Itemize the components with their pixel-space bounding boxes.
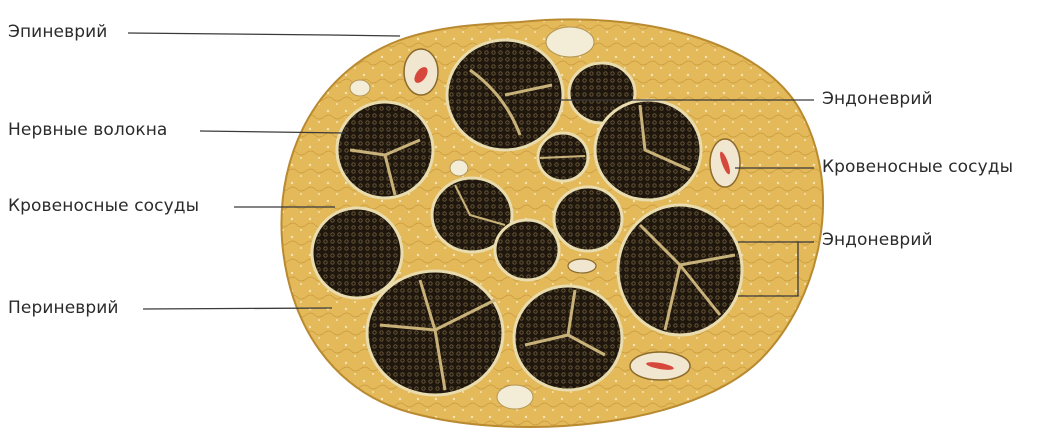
fascicle	[447, 40, 563, 150]
label-endoneurium-top: Эндоневрий	[822, 89, 933, 109]
fascicle	[312, 208, 402, 298]
fascicle	[337, 102, 433, 198]
label-blood-vessels-left: Кровеносные сосуды	[8, 196, 199, 216]
blood-vessel	[710, 139, 740, 187]
blood-vessel	[404, 49, 438, 95]
label-endoneurium-bottom: Эндоневрий	[822, 230, 933, 250]
fascicle	[367, 271, 503, 395]
fascicle	[495, 220, 559, 280]
label-blood-vessels-right: Кровеносные сосуды	[822, 157, 1013, 177]
label-perineurium: Периневрий	[8, 298, 119, 318]
fat-cell-cluster	[450, 160, 468, 176]
fat-cell-cluster	[546, 27, 594, 57]
fascicle	[514, 286, 622, 390]
leader-line-epineurium	[128, 33, 400, 36]
fascicle	[538, 133, 588, 181]
label-epineurium: Эпиневрий	[8, 22, 107, 42]
fascicle	[618, 205, 742, 335]
fascicle	[554, 187, 622, 251]
blood-vessel	[630, 352, 690, 380]
fat-cell-cluster	[350, 80, 370, 96]
blood-vessel	[568, 259, 596, 273]
fascicle	[595, 100, 701, 200]
fat-cell-cluster	[497, 385, 533, 409]
label-nerve-fibers: Нервные волокна	[8, 120, 167, 140]
